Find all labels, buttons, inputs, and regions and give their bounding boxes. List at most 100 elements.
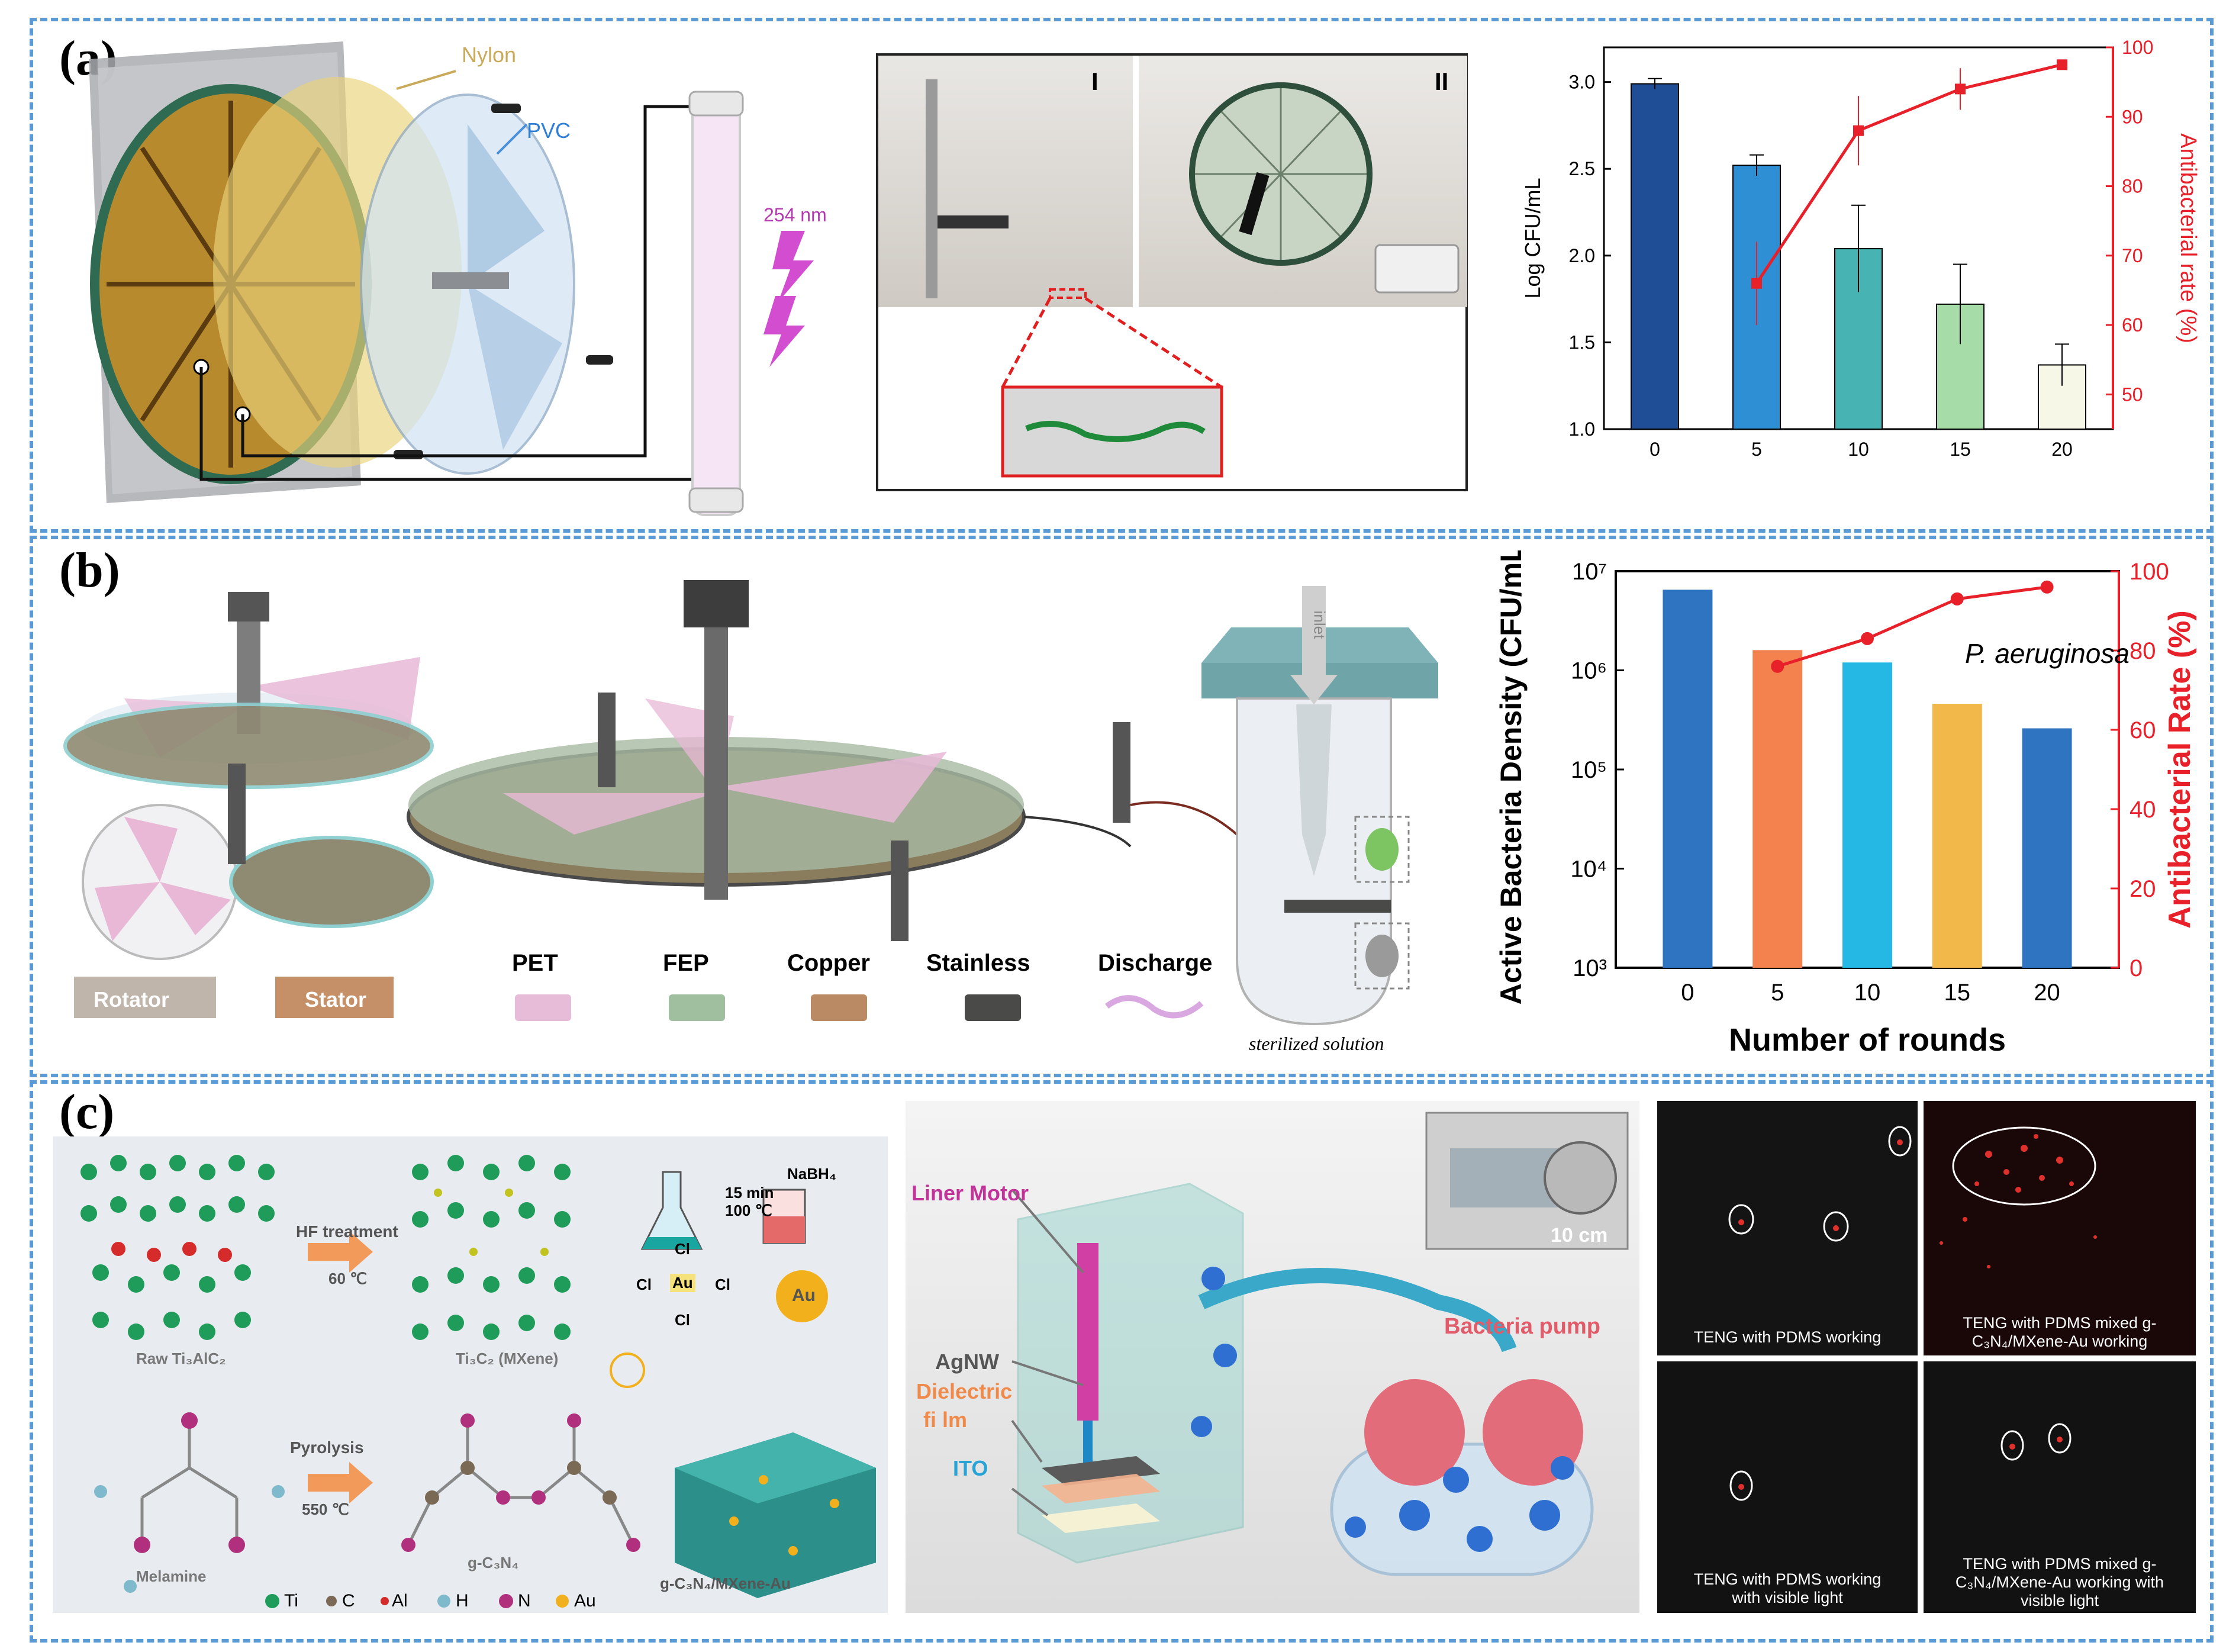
- tube-inlet-label: inlet: [1310, 610, 1329, 639]
- pyro-label: Pyrolysis: [290, 1438, 364, 1457]
- element-h: H: [456, 1591, 469, 1611]
- rate-point: [1955, 83, 1966, 95]
- au-particle: [776, 1270, 828, 1322]
- y-tick-label: 10⁷: [1572, 559, 1607, 585]
- element-c: C: [342, 1591, 355, 1611]
- micrograph-overlays: [1728, 1126, 2097, 1501]
- y2-tick-label: 70: [2122, 245, 2143, 266]
- y-tick-label: 1.5: [1569, 331, 1595, 353]
- micrograph-1: TENG with PDMS working: [1657, 1101, 1918, 1355]
- y2-tick-label: 60: [2130, 717, 2156, 743]
- material-fep: FEP: [663, 950, 709, 976]
- rate-point: [1853, 125, 1864, 136]
- y2-tick-label: 20: [2130, 876, 2156, 902]
- temp1-label: 60 ℃: [328, 1270, 368, 1287]
- material-pet: PET: [512, 950, 558, 976]
- y2-tick-label: 100: [2122, 37, 2153, 58]
- micrograph-2: TENG with PDMS mixed g-C₃N₄/MXene-Au wor…: [1924, 1101, 2196, 1355]
- temp2-label: 100 ℃: [725, 1202, 772, 1219]
- material-copper: Copper: [787, 950, 870, 976]
- nylon-label: Nylon: [462, 43, 517, 67]
- x-tick-label: 0: [1650, 439, 1660, 460]
- y2-tick-label: 50: [2122, 384, 2143, 405]
- element-au: Au: [574, 1591, 596, 1611]
- y-tick-label: 2.0: [1569, 245, 1595, 266]
- panel-b-label: (b): [59, 543, 120, 598]
- uv-lamp: [691, 94, 741, 516]
- y2-tick-label: 80: [2122, 176, 2143, 197]
- au-label: Au: [792, 1286, 816, 1305]
- lightning-icon: [772, 231, 814, 302]
- panel-b: [30, 536, 2214, 1077]
- rate-point: [1861, 632, 1874, 645]
- panel-c-label: (c): [59, 1084, 115, 1139]
- micrograph-3: TENG with PDMS working with visible ligh…: [1657, 1361, 1918, 1613]
- element-ti: Ti: [284, 1591, 298, 1611]
- photo-i: [878, 56, 1133, 307]
- cl-bottom: Cl: [675, 1311, 690, 1329]
- synthesis-graphics: [80, 1155, 876, 1608]
- bar: [1932, 703, 1982, 968]
- panel-b-teng-diagram: [63, 580, 1438, 1026]
- x-tick-label: 0: [1681, 980, 1694, 1006]
- rate-line: [1755, 63, 2063, 285]
- pvc-label: PVC: [527, 118, 571, 143]
- material-discharge: Discharge: [1098, 950, 1213, 976]
- raw-label: Raw Ti₃AlC₂: [136, 1350, 226, 1367]
- photo-ii-tag: II: [1435, 67, 1449, 95]
- element-n: N: [518, 1591, 531, 1611]
- species-annotation: P. aeruginosa: [1965, 638, 2130, 669]
- wavelength-label: 254 nm: [763, 204, 827, 226]
- x-tick-label: 10: [1854, 980, 1881, 1006]
- y2-tick-label: 90: [2122, 106, 2143, 127]
- melamine-label: Melamine: [136, 1567, 207, 1585]
- rate-point: [2040, 580, 2054, 594]
- cl-top: Cl: [675, 1240, 690, 1258]
- y-axis-title: Log CFU/mL: [1520, 178, 1545, 298]
- y-tick-label: 1.0: [1569, 418, 1595, 440]
- x-tick-label: 15: [1944, 980, 1971, 1006]
- y-tick-label: 2.5: [1569, 158, 1595, 179]
- bar: [1752, 650, 1803, 968]
- nabh4-label: NaBH₄: [787, 1165, 837, 1183]
- film-label: fi lm: [923, 1408, 968, 1432]
- rate-point: [1950, 592, 1964, 606]
- y-tick-label: 10⁵: [1571, 757, 1607, 783]
- micrograph-2-caption: TENG with PDMS mixed g-C₃N₄/MXene-Au wor…: [1963, 1314, 2157, 1350]
- bar: [2022, 728, 2072, 968]
- y2-tick-label: 40: [2130, 797, 2156, 823]
- panel-c: [30, 1080, 2214, 1643]
- bar: [1631, 83, 1679, 430]
- composite-label: g-C₃N₄/MXene-Au: [660, 1574, 791, 1592]
- x-axis-title: Number of rounds: [1729, 1022, 2006, 1058]
- x-tick-label: 20: [2034, 980, 2060, 1006]
- legend-stator: Stator: [305, 987, 367, 1012]
- tube-caption: sterilized solution: [1249, 1033, 1384, 1054]
- y2-axis-title: Antibacterial Rate (%): [2163, 610, 2197, 928]
- bar: [1663, 590, 1713, 968]
- y-tick-label: 10⁶: [1571, 658, 1607, 684]
- y2-tick-label: 60: [2122, 314, 2143, 336]
- bar: [1842, 662, 1892, 968]
- x-tick-label: 5: [1751, 439, 1762, 460]
- micrograph-4: TENG with PDMS mixed g-C₃N₄/MXene-Au wor…: [1924, 1361, 2196, 1613]
- cl-right: Cl: [715, 1276, 730, 1293]
- time-label: 15 min: [725, 1184, 774, 1202]
- rate-point: [1771, 659, 1784, 673]
- x-tick-label: 10: [1848, 439, 1869, 460]
- x-tick-label: 20: [2051, 439, 2073, 460]
- gcn-label: g-C₃N₄: [468, 1554, 519, 1572]
- x-tick-label: 15: [1950, 439, 1971, 460]
- y2-tick-label: 80: [2130, 638, 2156, 664]
- rate-point: [2057, 59, 2067, 70]
- lightning-icon-2: [763, 296, 805, 367]
- material-stainless: Stainless: [926, 950, 1030, 976]
- y-tick-label: 3.0: [1569, 72, 1595, 93]
- panel-a: [30, 18, 2214, 533]
- y-tick-label: 10⁴: [1570, 856, 1607, 883]
- legend-rotator: Rotator: [94, 987, 169, 1012]
- y2-axis-title: Antibacterial rate (%): [2176, 133, 2201, 343]
- ito-label: ITO: [953, 1456, 988, 1480]
- pump-label: Bacteria pump: [1444, 1314, 1600, 1339]
